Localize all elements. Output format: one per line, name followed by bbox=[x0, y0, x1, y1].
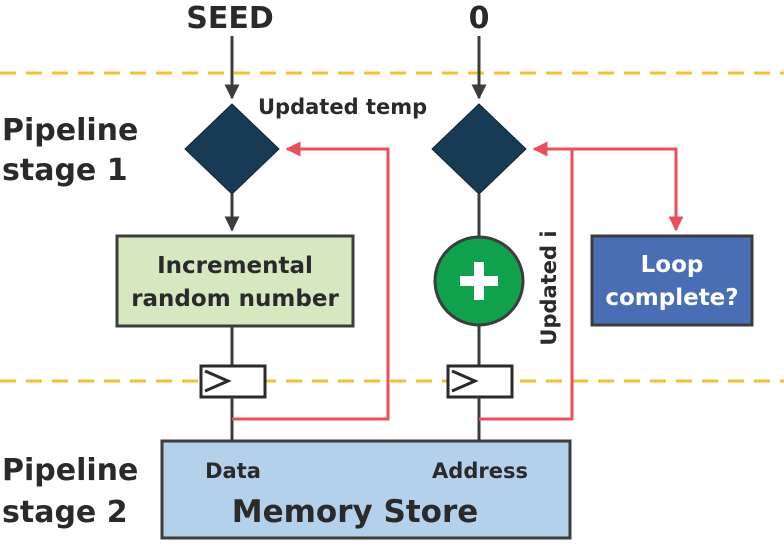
updated-i-label: Updated i bbox=[537, 230, 561, 345]
stage2-label-line1: Pipeline bbox=[2, 453, 138, 488]
zero-label: 0 bbox=[469, 1, 490, 36]
loop-complete-box bbox=[590, 234, 754, 327]
memory-data-port-label: Data bbox=[205, 459, 261, 483]
incremental-label-line2: random number bbox=[131, 286, 339, 312]
stage1-label-line1: Pipeline bbox=[2, 113, 138, 148]
loop-complete-line1: Loop bbox=[641, 252, 704, 278]
right-register-clock-icon bbox=[451, 369, 479, 393]
updated-temp-feedback-arrow bbox=[232, 141, 390, 421]
index-mux-diamond bbox=[431, 103, 527, 195]
memory-store-title: Memory Store bbox=[232, 494, 479, 530]
left-register-clock-icon bbox=[204, 369, 232, 393]
seed-label: SEED bbox=[186, 1, 274, 36]
updated-temp-label: Updated temp bbox=[258, 95, 427, 119]
memory-address-port-label: Address bbox=[432, 459, 528, 483]
stage1-label-line2: stage 1 bbox=[2, 153, 128, 188]
left-register bbox=[199, 364, 267, 399]
incremental-label-line1: Incremental bbox=[157, 253, 313, 279]
updated-i-feedback-arrow bbox=[479, 141, 574, 421]
loop-check-arrow bbox=[572, 147, 684, 232]
stage2-label-line2: stage 2 bbox=[2, 495, 128, 530]
memory-store-box bbox=[160, 439, 572, 540]
loop-complete-line2: complete? bbox=[605, 285, 738, 311]
incremental-random-number-box bbox=[115, 234, 355, 328]
right-register bbox=[446, 364, 514, 399]
plus-icon bbox=[460, 262, 498, 300]
